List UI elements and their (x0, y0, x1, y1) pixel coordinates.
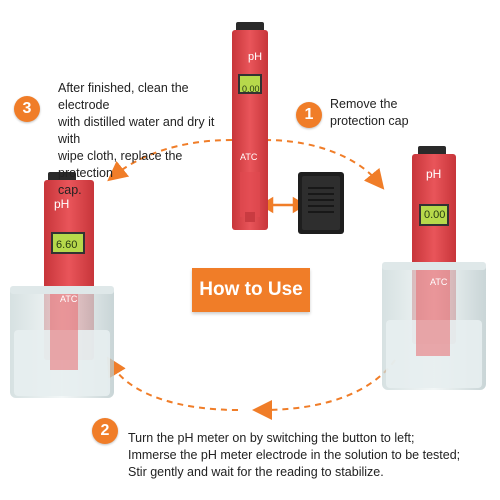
arc-top-right (264, 139, 385, 190)
meter-left-atc: ATC (60, 294, 78, 304)
meter-left-label: pH (54, 197, 69, 211)
ph-meter-top (232, 22, 268, 230)
step-3-text: After finished, clean the electrode with… (58, 80, 240, 199)
meter-left-reading: 6.60 (56, 239, 77, 251)
step-2-line-3: Stir gently and wait for the reading to … (128, 465, 384, 479)
step-3-line-1: After finished, clean the electrode (58, 81, 189, 112)
beaker-right (382, 262, 486, 390)
step-2-line-2: Immerse the pH meter electrode in the so… (128, 448, 461, 462)
step-3-line-2: with distilled water and dry it with (58, 115, 215, 146)
step-1-text: Remove the protection cap (330, 97, 409, 128)
arc-bottom-left (106, 356, 239, 411)
meter-right-atc: ATC (430, 277, 448, 287)
arc-right-bottom (252, 359, 396, 420)
step-1-badge: 1 (296, 102, 322, 128)
meter-right-label: pH (426, 167, 441, 181)
meter-top-reading: 0.00 (242, 84, 260, 94)
protection-cap (298, 172, 344, 234)
how-to-use-badge: How to Use (192, 268, 310, 312)
meter-top-atc: ATC (240, 152, 258, 162)
cap-arrow (259, 196, 307, 214)
step-2-text: Turn the pH meter on by switching the bu… (128, 430, 488, 481)
step-2-line-1: Turn the pH meter on by switching the bu… (128, 431, 415, 445)
meter-right-reading: 0.00 (424, 209, 445, 221)
meter-top-label: pH (248, 51, 262, 63)
arc-top-left (107, 139, 233, 182)
step-3-line-4: cap. (58, 183, 82, 197)
beaker-left (10, 286, 114, 398)
step-3-badge: 3 (14, 96, 40, 122)
step-2-badge: 2 (92, 418, 118, 444)
step-3-line-3: wipe cloth, replace the protection (58, 149, 183, 180)
